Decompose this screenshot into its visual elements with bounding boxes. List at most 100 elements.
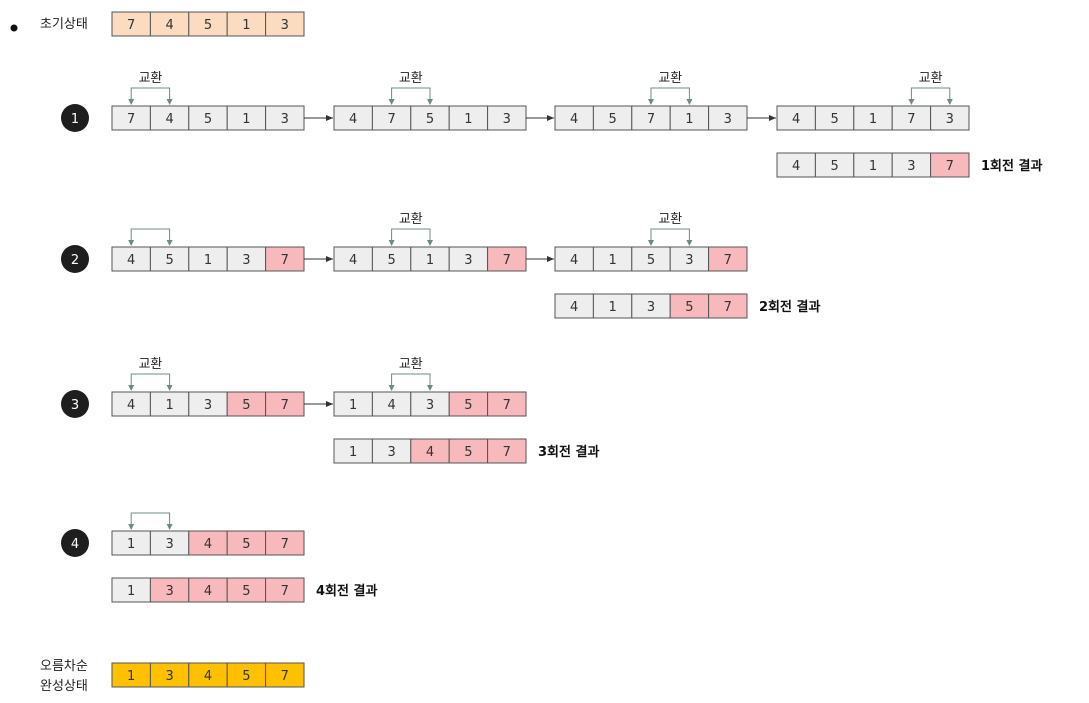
round3-result-cell-value: 1 [349,445,357,460]
round1-result-cell [776,152,816,178]
round2-state-cell [226,246,267,272]
initial-array-cell-value: 3 [281,18,289,33]
round3-result-cell [410,438,450,464]
swap-arrowhead [128,385,135,391]
round2-state-cell-value: 3 [464,253,472,268]
round3-state-cell-value: 3 [426,398,434,413]
round1-result-cell-value: 5 [830,159,838,174]
round2-state-cell [111,246,151,272]
round2-result-cell-value: 5 [685,300,693,315]
round2-result-cell-value: 7 [724,300,732,315]
round1-result-cell [814,152,855,178]
round4-result-cell [149,577,190,603]
round3-result-cell [487,438,527,464]
swap-bracket [130,87,171,104]
final-state-label-line1: 오름차순 [40,659,88,674]
round1-state-cell [708,105,748,131]
swap-arrowhead [166,524,173,530]
round1-state-cell [371,105,412,131]
step-number: 4 [71,537,79,552]
round2-result-cell [592,293,633,319]
round1-state-cell-value: 7 [647,112,655,127]
swap-bracket [130,373,171,390]
round3-state-cell-value: 5 [242,398,250,413]
round2-state-cell [708,246,748,272]
swap-arrowhead [388,99,395,105]
round1-state-cell-value: 4 [165,112,173,127]
swap-label: 교환 [399,357,423,372]
round2-result-cell-value: 1 [608,300,616,315]
round2-state-cell-value: 7 [503,253,511,268]
swap-label: 교환 [919,71,943,86]
round1-state-cell-value: 4 [792,112,800,127]
swap-arrowhead [388,385,395,391]
swap-arrowhead [128,524,135,530]
swap-arrowhead [686,99,693,105]
swap-bracket [650,87,690,104]
round3-state-cell-value: 7 [503,398,511,413]
step-number: 3 [71,398,79,413]
round2-state-cell-value: 4 [127,253,135,268]
round3-state-cell-value: 1 [165,398,173,413]
round4-result-cell-value: 5 [242,584,250,599]
swap-label: 교환 [399,71,423,86]
round3-state-cell-value: 5 [464,398,472,413]
swap-label: 교환 [138,357,162,372]
initial-array-cell-value: 7 [127,18,135,33]
round2-state-cell-value: 5 [165,253,173,268]
round2-state-cell-value: 5 [387,253,395,268]
step-circle [61,390,89,418]
round3-state-cell [265,391,305,417]
round1-result-cell [853,152,893,178]
round1-state-cell [487,105,527,131]
round1-state-cell [226,105,267,131]
step-circle [61,529,89,557]
round4-result-cell-value: 3 [165,584,173,599]
round3-state-cell-value: 7 [281,398,289,413]
round2-state-cell [371,246,412,272]
round1-state-cell [891,105,932,131]
round2-state-cell-value: 3 [685,253,693,268]
swap-arrowhead [427,99,433,105]
round2-state-cell [487,246,527,272]
swap-label: 교환 [138,71,162,86]
round4-result-cell-value: 7 [281,584,289,599]
round4-state-cell [111,530,151,556]
step-circle [61,245,89,273]
round1-state-cell [930,105,970,131]
swap-arrowhead [427,385,433,391]
round2-result-cell [554,293,594,319]
swap-arrowhead [166,240,173,246]
swap-bracket [391,373,431,390]
round3-state-cell [448,391,489,417]
round1-state-cell-value: 4 [349,112,357,127]
round2-state-cell [631,246,671,272]
round3-state-cell [333,391,373,417]
round3-state-cell [111,391,151,417]
swap-arrowhead [946,99,953,105]
round4-result-cell [188,577,228,603]
round4-state-cell-value: 1 [127,537,135,552]
round2-state-cell [448,246,489,272]
round1-state-cell-value: 1 [685,112,693,127]
round1-state-cell [448,105,489,131]
round3-state-cell [226,391,267,417]
round4-state-cell-value: 5 [242,537,250,552]
round4-state-cell [265,530,305,556]
swap-bracket [650,228,690,245]
round2-result-label: 2회전 결과 [759,299,820,315]
round1-state-cell-value: 5 [426,112,434,127]
round1-state-cell [592,105,633,131]
swap-label: 교환 [658,212,682,227]
round3-result-cell-value: 7 [503,445,511,460]
round1-state-cell [776,105,816,131]
round1-state-cell-value: 5 [608,112,616,127]
round2-state-cell-value: 7 [281,253,289,268]
round3-result-cell-value: 4 [426,445,434,460]
swap-bracket [130,512,171,529]
final-array-cell [111,662,151,688]
round3-state-cell [487,391,527,417]
swap-arrowhead [648,240,654,246]
round3-result-cell [371,438,412,464]
swap-arrowhead [388,240,395,246]
